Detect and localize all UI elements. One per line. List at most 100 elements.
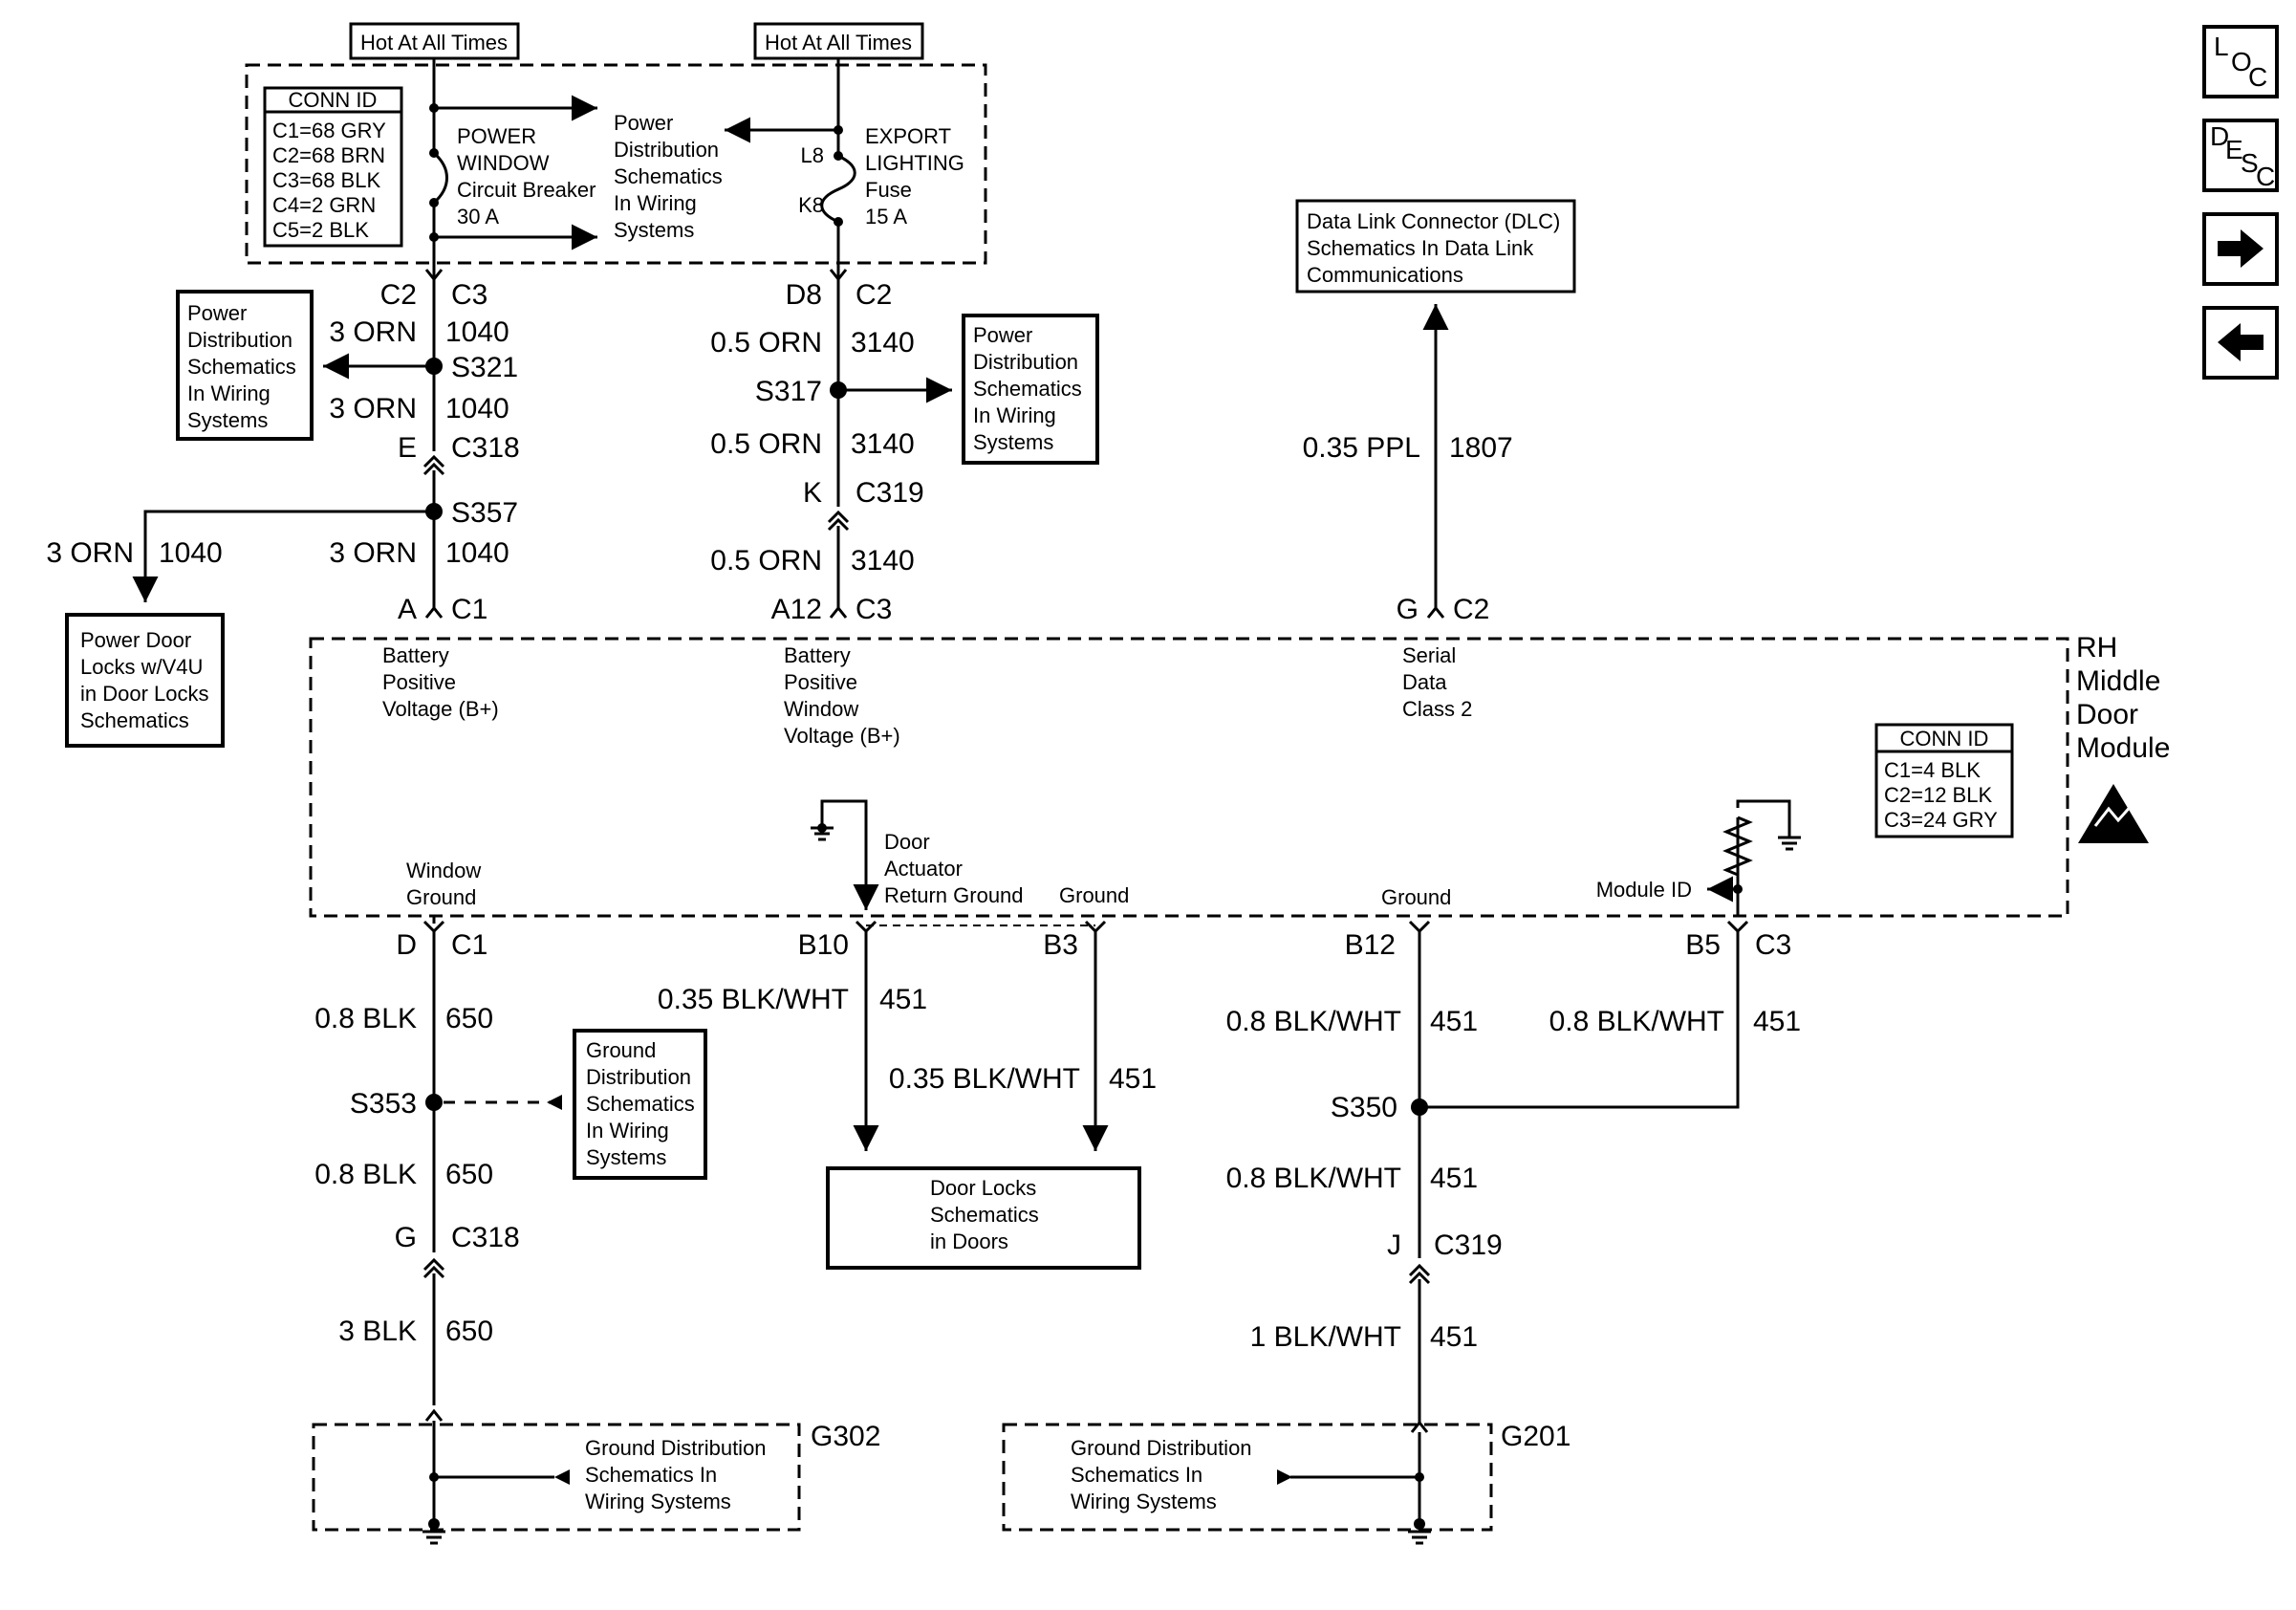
- svg-text:C1=68 GRY: C1=68 GRY: [272, 119, 386, 142]
- svg-text:C5=2 BLK: C5=2 BLK: [272, 218, 369, 242]
- svg-text:C4=2 GRN: C4=2 GRN: [272, 193, 376, 217]
- pin-b10: B10: [798, 929, 849, 961]
- pin-c2: C2: [380, 279, 417, 311]
- breaker-label: POWER WINDOW Circuit Breaker 30 A: [457, 124, 596, 228]
- wire-number-650: 650: [445, 1159, 493, 1190]
- ground-distribution-ref-box: Ground Distribution Schematics In Wiring…: [573, 1029, 707, 1180]
- svg-text:C: C: [2248, 62, 2267, 92]
- svg-text:D: D: [2210, 121, 2229, 151]
- splice-s321: S321: [451, 352, 518, 383]
- label-battery-window: Battery: [784, 643, 851, 667]
- wire-number-451: 451: [1430, 1321, 1478, 1353]
- svg-text:Power Door: Power Door: [80, 628, 191, 652]
- desc-button[interactable]: D E S C: [2202, 119, 2279, 192]
- ground-block-g201: Ground Distribution Schematics In Wiring…: [1002, 1423, 1493, 1545]
- wire-color-0-8-blk-wht: 0.8 BLK/WHT: [1226, 1006, 1401, 1037]
- pin-j: J: [1387, 1229, 1401, 1261]
- svg-text:In Wiring: In Wiring: [614, 191, 697, 215]
- svg-text:Module: Module: [2076, 732, 2170, 764]
- svg-text:O: O: [2231, 47, 2252, 76]
- label-serial-data: Serial: [1402, 643, 1456, 667]
- next-button[interactable]: [2202, 212, 2279, 286]
- svg-text:Distribution: Distribution: [614, 138, 719, 162]
- label-battery-window: Voltage (B+): [784, 724, 900, 748]
- label-battery-positive: Voltage (B+): [382, 697, 499, 721]
- circuit-breaker-symbol: [429, 65, 597, 277]
- dlc-ref-box: Data Link Connector (DLC) Schematics In …: [1295, 199, 1576, 294]
- wire-number-451: 451: [879, 984, 927, 1015]
- connector-c3: C3: [1755, 929, 1791, 961]
- pin-a: A: [398, 594, 417, 625]
- svg-text:in Doors: in Doors: [930, 1229, 1008, 1253]
- ground-block-g302: Ground Distribution Schematics In Wiring…: [312, 1421, 801, 1545]
- fuse-label: EXPORT LIGHTING Fuse 15 A: [865, 124, 964, 228]
- svg-text:C: C: [2256, 162, 2275, 191]
- circuit-650-wire: [422, 916, 562, 1422]
- wire-number-1040: 1040: [445, 537, 509, 569]
- label-door-actuator: Actuator: [884, 857, 963, 881]
- wire-color-0-5-orn: 0.5 ORN: [710, 327, 822, 359]
- svg-text:EXPORT: EXPORT: [865, 124, 951, 148]
- connector-c1: C1: [451, 594, 487, 625]
- svg-text:C3=24 GRY: C3=24 GRY: [1884, 808, 1998, 832]
- door-locks-schematics-ref-box: Door Locks Schematics in Doors: [826, 1166, 1141, 1270]
- wire-color-0-35-blk-wht: 0.35 BLK/WHT: [658, 984, 849, 1015]
- pin-k: K: [803, 477, 822, 509]
- wire-color-3-blk: 3 BLK: [338, 1316, 417, 1347]
- svg-text:Distribution: Distribution: [187, 328, 292, 352]
- power-distribution-ref-box: Power Distribution Schematics In Wiring …: [176, 290, 314, 441]
- svg-text:Distribution: Distribution: [586, 1065, 691, 1089]
- splice-s357: S357: [451, 497, 518, 529]
- svg-text:Locks w/V4U: Locks w/V4U: [80, 655, 203, 679]
- label-serial-data: Data: [1402, 670, 1447, 694]
- pin-a12: A12: [771, 594, 822, 625]
- wire-number-3140: 3140: [851, 327, 915, 359]
- circuit-451-wires: [853, 920, 1749, 1433]
- wire-number-451: 451: [1430, 1163, 1478, 1194]
- svg-text:WINDOW: WINDOW: [457, 151, 550, 175]
- loc-button[interactable]: L O C: [2202, 25, 2279, 98]
- connector-c318: C318: [451, 1222, 520, 1253]
- circuit-3140-wire: [827, 269, 952, 619]
- connector-c2: C2: [856, 279, 892, 311]
- svg-text:Schematics: Schematics: [930, 1203, 1039, 1227]
- fuse-block-conn-id: CONN ID C1=68 GRY C2=68 BRN C3=68 BLK C4…: [263, 86, 403, 248]
- label-serial-data: Class 2: [1402, 697, 1472, 721]
- svg-text:Systems: Systems: [187, 408, 268, 432]
- ground-id-g302: G302: [811, 1421, 880, 1452]
- splice-s317: S317: [755, 376, 822, 407]
- svg-text:Ground: Ground: [586, 1038, 656, 1062]
- svg-text:C3=68 BLK: C3=68 BLK: [272, 168, 380, 192]
- wire-number-650: 650: [445, 1316, 493, 1347]
- wire-number-3140: 3140: [851, 428, 915, 460]
- label-battery-window: Positive: [784, 670, 857, 694]
- svg-text:Schematics: Schematics: [973, 377, 1082, 401]
- svg-text:Schematics In: Schematics In: [1071, 1463, 1202, 1487]
- back-button[interactable]: [2202, 306, 2279, 380]
- svg-text:Fuse: Fuse: [865, 178, 912, 202]
- svg-text:Hot At All Times: Hot At All Times: [765, 31, 912, 54]
- connector-c318: C318: [451, 432, 520, 464]
- label-door-actuator: Door: [884, 830, 930, 854]
- wire-number-451: 451: [1753, 1006, 1801, 1037]
- svg-text:C1=4 BLK: C1=4 BLK: [1884, 758, 1981, 782]
- pin-e: E: [398, 432, 417, 464]
- svg-text:Schematics: Schematics: [586, 1092, 695, 1116]
- svg-text:Distribution: Distribution: [973, 350, 1078, 374]
- fuse-block-outline: [245, 63, 987, 265]
- wire-color-0-35-blk-wht: 0.35 BLK/WHT: [889, 1063, 1080, 1095]
- svg-text:Door Locks: Door Locks: [930, 1176, 1036, 1200]
- pin-b5: B5: [1685, 929, 1721, 961]
- rh-middle-door-module-outline: [309, 637, 2069, 918]
- svg-text:Power: Power: [187, 301, 247, 325]
- wire-number-451: 451: [1430, 1006, 1478, 1037]
- svg-text:Systems: Systems: [973, 430, 1053, 454]
- module-conn-id: CONN ID C1=4 BLK C2=12 BLK C3=24 GRY: [1874, 723, 2014, 838]
- connector-c2: C2: [1453, 594, 1489, 625]
- svg-text:E: E: [2225, 135, 2243, 164]
- label-window-ground: Ground: [406, 885, 476, 909]
- svg-text:S: S: [2241, 148, 2259, 178]
- connector-c3: C3: [451, 279, 487, 311]
- power-distribution-ref-box-3140: Power Distribution Schematics In Wiring …: [962, 314, 1099, 465]
- svg-text:Circuit Breaker: Circuit Breaker: [457, 178, 596, 202]
